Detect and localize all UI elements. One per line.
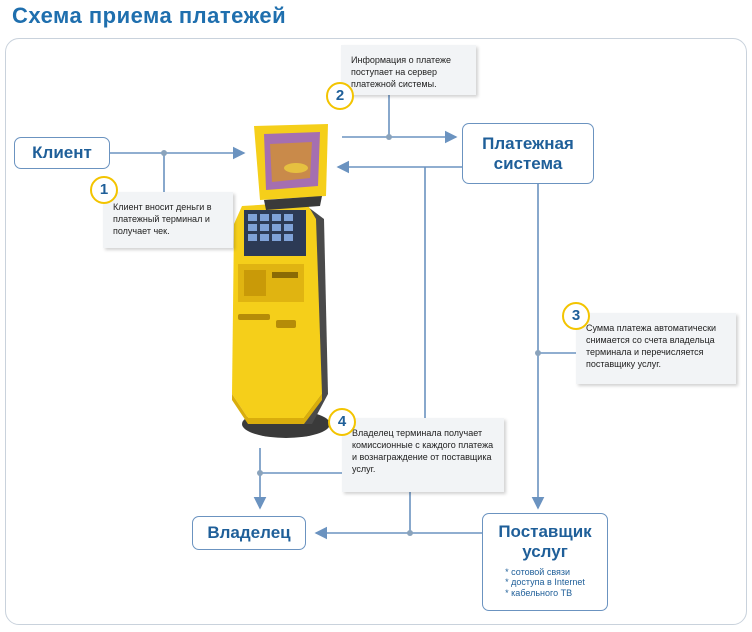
step-note-3: Сумма платежа автоматически снимается со… bbox=[576, 313, 736, 384]
node-payment-system: Платежная система bbox=[462, 123, 594, 184]
step-text-2: Информация о платеже поступает на сервер… bbox=[351, 55, 451, 90]
step-badge-2: 2 bbox=[326, 82, 354, 110]
provider-service-item: доступа в Internet bbox=[505, 577, 585, 587]
provider-services-list: сотовой связи доступа в Internet кабельн… bbox=[505, 567, 585, 598]
step-text-4: Владелец терминала получает комиссионные… bbox=[352, 428, 494, 475]
step-note-2: Информация о платеже поступает на сервер… bbox=[341, 45, 476, 95]
node-owner-label: Владелец bbox=[207, 523, 291, 543]
node-client-label: Клиент bbox=[32, 143, 92, 163]
step-note-4: Владелец терминала получает комиссионные… bbox=[342, 418, 504, 492]
node-owner: Владелец bbox=[192, 516, 306, 550]
step-text-3: Сумма платежа автоматически снимается со… bbox=[586, 323, 717, 370]
provider-service-item: сотовой связи bbox=[505, 567, 585, 577]
step-badge-1: 1 bbox=[90, 176, 118, 204]
step-badge-3: 3 bbox=[562, 302, 590, 330]
payment-terminal-icon bbox=[232, 124, 330, 438]
provider-service-item: кабельного ТВ bbox=[505, 588, 585, 598]
node-provider-label: Поставщик услуг bbox=[498, 522, 592, 561]
node-client: Клиент bbox=[14, 137, 110, 169]
step-badge-4: 4 bbox=[328, 408, 356, 436]
node-payment-system-label: Платежная система bbox=[482, 133, 574, 173]
step-text-1: Клиент вносит деньги в платежный термина… bbox=[113, 202, 212, 237]
node-provider: Поставщик услуг сотовой связи доступа в … bbox=[482, 513, 608, 611]
page-title: Схема приема платежей bbox=[12, 3, 287, 28]
step-note-1: Клиент вносит деньги в платежный термина… bbox=[103, 192, 233, 248]
